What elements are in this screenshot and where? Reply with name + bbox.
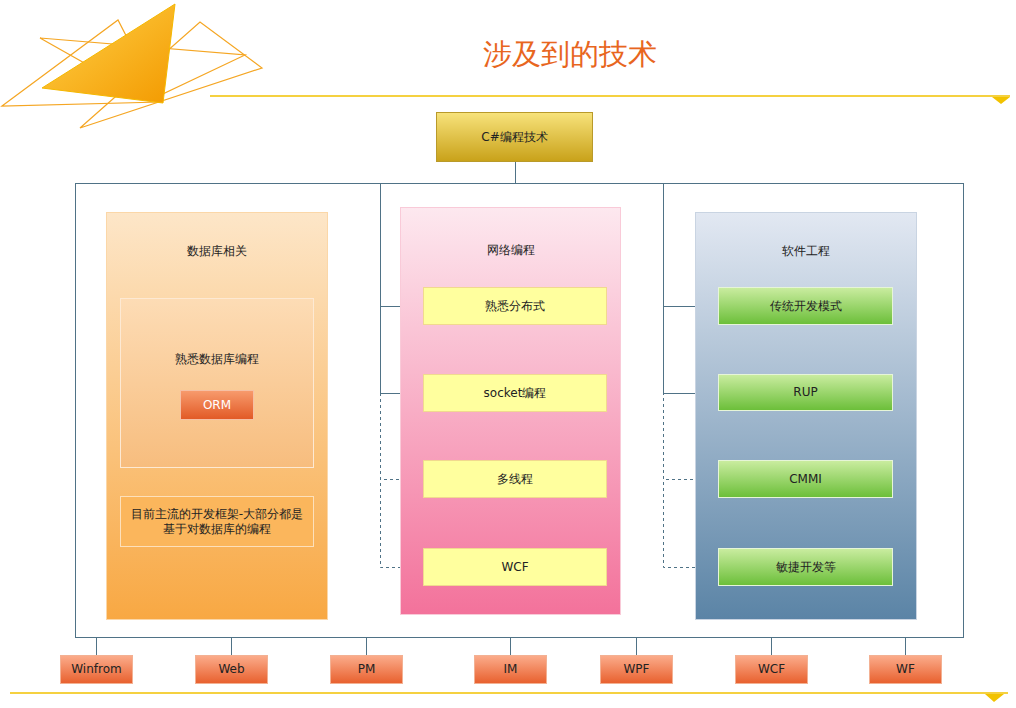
box-label: 目前主流的开发框架-大部分都是基于对数据库的编程	[126, 507, 308, 537]
frame-tick	[366, 637, 367, 655]
method-box: CMMI	[718, 460, 893, 498]
box-label: WPF	[623, 662, 649, 677]
box-label: RUP	[793, 385, 817, 400]
tech-box: 多线程	[423, 460, 607, 498]
rule-marker	[985, 694, 1004, 702]
box-label: PM	[358, 662, 376, 677]
frame-tick	[96, 637, 97, 655]
box-label: 多线程	[497, 472, 533, 487]
box-label: WCF	[758, 662, 785, 677]
box-label: Web	[218, 662, 244, 677]
box-label: 软件工程	[696, 244, 916, 259]
platform-box: PM	[330, 655, 403, 684]
frame-tick	[636, 637, 637, 655]
tech-box: 熟悉分布式	[423, 287, 607, 325]
tech-box: socket编程	[423, 374, 607, 412]
header-rule	[210, 95, 1010, 97]
decor-triangle	[42, 4, 175, 103]
platform-box: WF	[869, 655, 942, 684]
box-label: CMMI	[789, 472, 822, 487]
box-label: WCF	[501, 560, 528, 575]
platform-box: Web	[195, 655, 268, 684]
category-column: 数据库相关熟悉数据库编程 ORM 目前主流的开发框架-大部分都是基于对数据库的编程	[106, 212, 328, 620]
category-column: 软件工程传统开发模式 RUP CMMI 敏捷开发等	[695, 212, 917, 620]
platform-box: IM	[474, 655, 547, 684]
category-column: 网络编程熟悉分布式 socket编程多线程 WCF	[400, 207, 621, 615]
rule-marker	[992, 97, 1010, 104]
frame-tick	[905, 637, 906, 655]
platform-box: Winfrom	[60, 655, 133, 684]
box-label: 熟悉数据库编程	[121, 352, 313, 367]
tech-box: ORM	[180, 390, 254, 420]
page-title: 涉及到的技术	[300, 34, 840, 74]
box-label: 数据库相关	[107, 244, 327, 259]
sub-group-box: 熟悉数据库编程 ORM	[120, 298, 314, 468]
frame-tick	[510, 637, 511, 655]
group-frame	[76, 184, 964, 638]
method-box: 敏捷开发等	[718, 548, 893, 586]
box-label: 敏捷开发等	[776, 560, 836, 575]
box-label: IM	[504, 662, 518, 677]
box-label: ORM	[203, 398, 231, 413]
box-label: 传统开发模式	[770, 299, 842, 314]
box-label: C#编程技术	[481, 130, 547, 145]
root-box: C#编程技术	[436, 112, 593, 162]
note-box: 目前主流的开发框架-大部分都是基于对数据库的编程	[120, 496, 314, 547]
frame-tick	[771, 637, 772, 655]
box-label: socket编程	[484, 386, 547, 401]
footer-rule	[10, 692, 1008, 694]
box-label: Winfrom	[71, 662, 121, 677]
method-box: RUP	[718, 374, 893, 411]
method-box: 传统开发模式	[718, 287, 893, 325]
platform-box: WCF	[735, 655, 808, 684]
box-label: WF	[896, 662, 915, 677]
box-label: 网络编程	[401, 243, 620, 258]
frame-ticks	[97, 637, 906, 655]
frame-tick	[231, 637, 232, 655]
box-label: 熟悉分布式	[485, 299, 545, 314]
platform-box: WPF	[600, 655, 673, 684]
tech-box: WCF	[423, 548, 607, 586]
